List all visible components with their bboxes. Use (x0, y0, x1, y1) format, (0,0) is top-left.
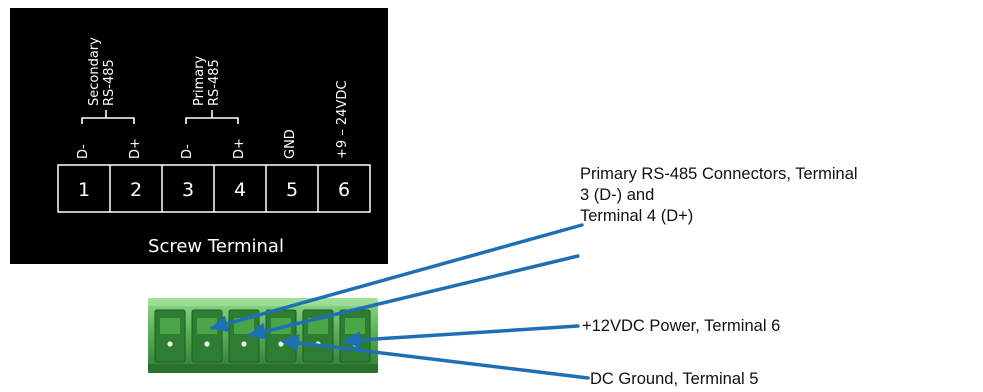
panel-background (10, 8, 388, 264)
terminal-block-connector-image (148, 298, 378, 373)
terminal-number: 1 (78, 179, 90, 201)
pin-label: GND (283, 129, 298, 159)
primary-bracket (185, 110, 239, 124)
pin-label: D- (180, 144, 195, 159)
arrow-terminal-5 (281, 334, 590, 380)
pin-label: D- (76, 144, 91, 159)
ground-annotation: DC Ground, Terminal 5 (590, 370, 759, 388)
terminal-number: 2 (130, 179, 142, 201)
terminal-number: 5 (286, 179, 298, 201)
annotation-line: Primary RS-485 Connectors, Terminal (580, 165, 858, 183)
arrow-terminal-3 (210, 223, 584, 333)
arrow-terminal-4 (248, 254, 580, 340)
pin-label: +9 – 24VDC (335, 81, 350, 159)
terminal-number: 6 (338, 179, 350, 201)
screw-terminal-panel: Secondary RS-485 Primary RS-485 D- D+ D-… (10, 8, 388, 264)
secondary-group-label: Secondary RS-485 (87, 33, 117, 106)
secondary-bracket (81, 110, 135, 124)
panel-caption: Screw Terminal (148, 236, 284, 257)
annotation-line: Terminal 4 (D+) (580, 207, 694, 225)
primary-group-label: Primary RS-485 (192, 52, 222, 106)
leader-arrows (210, 223, 590, 380)
primary-rs485-annotation: Primary RS-485 Connectors, Terminal 3 (D… (580, 164, 858, 227)
pin-label: D+ (232, 138, 247, 159)
arrow-terminal-6 (343, 324, 580, 349)
pin-label: D+ (128, 138, 143, 159)
power-annotation: +12VDC Power, Terminal 6 (582, 317, 781, 335)
terminal-number: 4 (234, 179, 246, 201)
terminal-boxes (57, 164, 371, 213)
terminal-number: 3 (182, 179, 194, 201)
annotation-line: 3 (D-) and (580, 186, 655, 204)
